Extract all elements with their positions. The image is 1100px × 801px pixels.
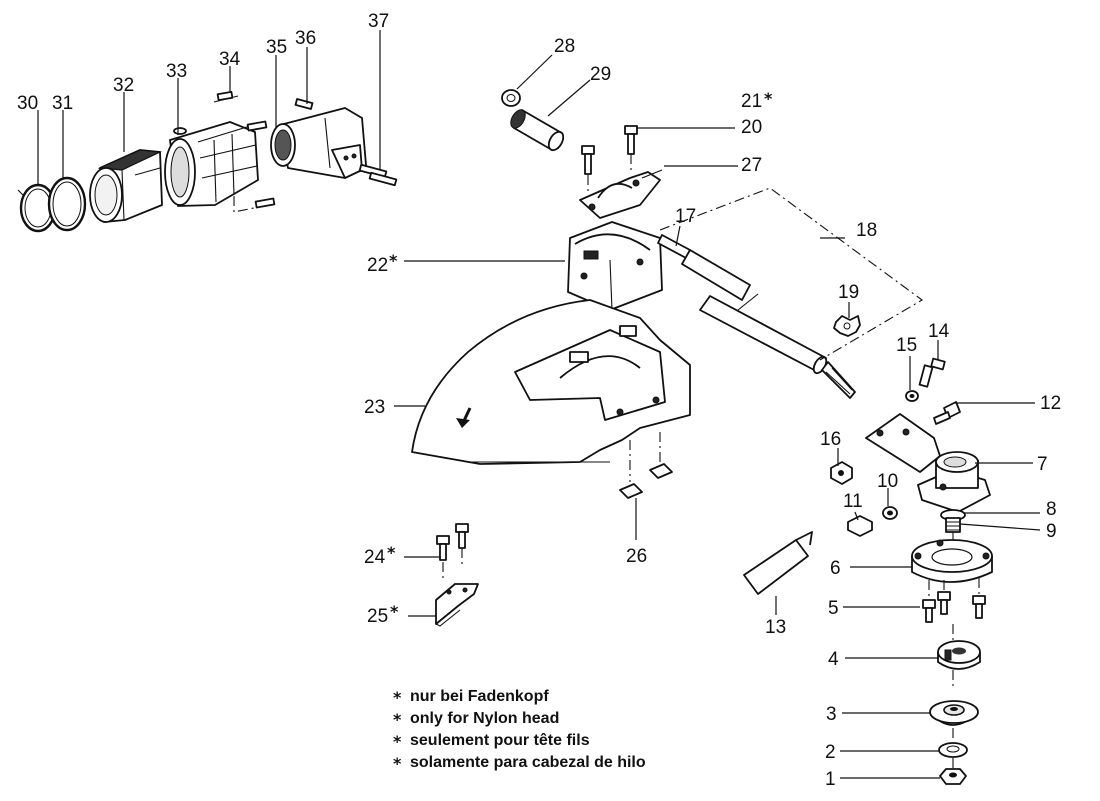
label-21: 21 [741, 91, 762, 112]
label-36: 36 [295, 28, 316, 49]
label-32: 32 [113, 75, 134, 96]
label-6: 6 [830, 558, 841, 579]
part-4-collar [937, 640, 981, 670]
part-6-flange [911, 539, 993, 583]
part-19-star-washer [833, 315, 861, 337]
part-16-nut [830, 461, 853, 485]
part-3-cup [929, 700, 979, 726]
part-13-grease-tube [743, 531, 813, 595]
legend-text-1: nur bei Fadenkopf [410, 688, 549, 705]
label-23: 23 [364, 397, 385, 418]
legend-marker-2: * [393, 710, 402, 729]
label-15: 15 [896, 335, 917, 356]
part-15-washer [905, 390, 919, 402]
part-14-screw [918, 357, 946, 388]
label-13: 13 [765, 617, 786, 638]
legend-marker-4: * [393, 754, 402, 773]
label-35: 35 [266, 37, 287, 58]
label-33: 33 [166, 61, 187, 82]
label-25-asterisk: * [390, 602, 399, 621]
legend-text-3: seulement pour tête fils [410, 732, 590, 749]
part-11-bolt [847, 515, 873, 537]
part-28-washer [501, 89, 521, 107]
label-2: 2 [825, 742, 836, 763]
label-10: 10 [877, 471, 898, 492]
part-17-drive-shaft [657, 234, 856, 399]
label-16: 16 [820, 429, 841, 450]
label-20: 20 [741, 117, 762, 138]
label-9: 9 [1046, 521, 1057, 542]
legend-text-4: solamente para cabezal de hilo [410, 754, 646, 771]
part-25-line-cutter [435, 583, 479, 627]
part-18-dash-outline [659, 187, 923, 361]
part-22-upper-block [567, 221, 663, 311]
footnote-legend: * nur bei Fadenkopf * only for Nylon hea… [393, 688, 646, 773]
part-5-screw [922, 578, 986, 623]
label-12: 12 [1040, 393, 1061, 414]
part-36-screw [294, 98, 314, 110]
label-11: 11 [843, 491, 863, 512]
part-1-nut [939, 768, 967, 785]
part-33-housing [164, 121, 259, 207]
part-2-washer [938, 742, 968, 758]
label-5: 5 [828, 598, 839, 619]
label-37: 37 [368, 11, 389, 32]
part-24-screw [436, 523, 469, 578]
label-19: 19 [838, 282, 859, 303]
label-30: 30 [17, 93, 38, 114]
label-3: 3 [826, 704, 837, 725]
label-28: 28 [554, 36, 575, 57]
label-8: 8 [1046, 499, 1057, 520]
gear-head-group [743, 357, 993, 785]
part-31-ring [47, 176, 87, 232]
label-22-asterisk: * [389, 251, 398, 270]
part-27-clamp [579, 169, 663, 219]
part-34-screw [213, 90, 276, 213]
label-14: 14 [928, 321, 950, 342]
label-22: 22 [367, 255, 388, 276]
legend-text-2: only for Nylon head [410, 710, 559, 727]
label-17: 17 [675, 206, 696, 227]
label-29: 29 [590, 64, 611, 85]
label-24: 24 [364, 547, 386, 568]
part-gear-housing [865, 413, 991, 513]
clamp-assembly-group [17, 90, 398, 233]
part-35-tube-clamp [270, 107, 367, 179]
label-27: 27 [741, 155, 762, 176]
label-25: 25 [367, 606, 388, 627]
label-24-asterisk: * [387, 543, 396, 562]
part-37-bolt [358, 163, 398, 187]
part-23-guard [411, 299, 691, 482]
leader-lines [37, 30, 1041, 779]
part-32-sleeve [89, 149, 163, 223]
part-10-washer [882, 506, 898, 520]
part-29-spacer [510, 109, 565, 152]
legend-marker-3: * [393, 732, 402, 751]
label-1: 1 [825, 769, 836, 790]
label-26: 26 [626, 546, 647, 567]
legend-marker-1: * [393, 688, 402, 707]
label-4: 4 [828, 649, 839, 670]
label-34: 34 [219, 49, 241, 70]
part-12-screw [933, 401, 961, 425]
label-21-asterisk: * [764, 89, 773, 108]
label-18: 18 [856, 220, 877, 241]
part-number-labels: 30 31 32 33 34 35 36 37 28 29 21 * 20 27… [17, 11, 1061, 790]
guard-assembly-group [411, 89, 923, 627]
label-31: 31 [52, 93, 73, 114]
part-26-nut [619, 463, 673, 499]
part-20-screw [581, 125, 638, 195]
label-7: 7 [1037, 454, 1048, 475]
